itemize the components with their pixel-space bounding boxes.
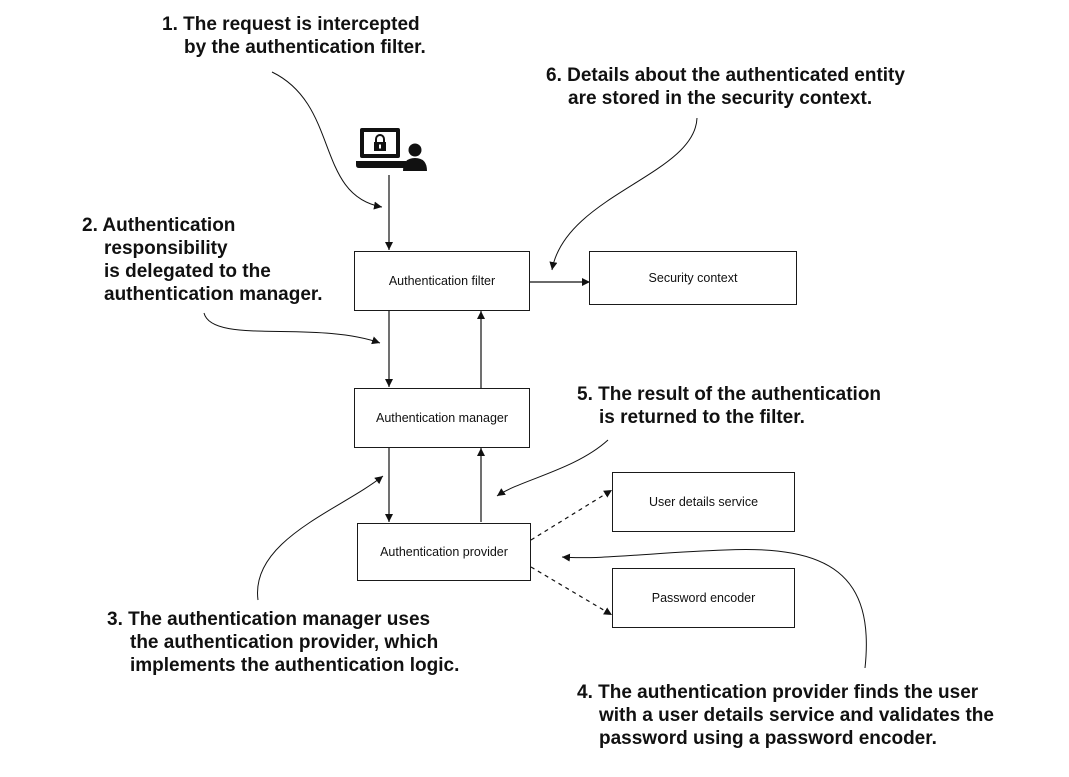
authentication-filter-label: Authentication filter [388,274,496,288]
callout-step1 [271,71,383,210]
note-step1: 1. The request is intercepted by the aut… [162,13,426,59]
note-step4-line1: 4. The authentication provider finds the… [577,682,979,703]
password-encoder-label: Password encoder [651,591,756,605]
authentication-provider-box: Authentication provider [357,523,531,581]
note-step5-line1: 5. The result of the authentication [577,384,882,405]
note-step2-line4: authentication manager. [104,284,323,305]
note-step1-line1: 1. The request is intercepted [162,14,420,35]
note-step3-line1: 3. The authentication manager uses [107,609,431,630]
note-step2-line2: responsibility [104,238,228,259]
callout-step4 [561,548,867,669]
authentication-manager-label: Authentication manager [375,411,509,425]
note-step3-line2: the authentication provider, which [130,632,439,653]
note-step2: 2. Authentication responsibility is dele… [82,214,323,306]
dashed-arrow-provider-to-password-encoder [530,566,613,616]
note-step3: 3. The authentication manager uses the a… [107,608,459,677]
note-step3-line3: implements the authentication logic. [130,655,460,676]
note-step4-line2: with a user details service and validate… [599,705,994,726]
user-details-service-box: User details service [612,472,795,532]
note-step5-line2: is returned to the filter. [599,407,805,428]
security-context-box: Security context [589,251,797,305]
note-step2-line3: is delegated to the [104,261,271,282]
note-step6: 6. Details about the authenticated entit… [546,64,905,110]
security-context-label: Security context [648,271,738,285]
note-step6-line1: 6. Details about the authenticated entit… [546,65,905,86]
laptop-user-icon [356,128,427,171]
note-step5: 5. The result of the authentication is r… [577,383,881,429]
note-step2-line1: 2. Authentication [82,215,236,236]
note-step4: 4. The authentication provider finds the… [577,681,994,750]
note-step6-line2: are stored in the security context. [568,88,873,109]
note-step1-line2: by the authentication filter. [184,37,426,58]
callout-step6 [549,117,698,271]
authentication-filter-box: Authentication filter [354,251,530,311]
callout-step3 [257,475,384,601]
note-step4-line3: password using a password encoder. [599,728,937,749]
dashed-arrow-provider-to-user-details [530,489,613,541]
password-encoder-box: Password encoder [612,568,795,628]
authentication-manager-box: Authentication manager [354,388,530,448]
callout-step2 [203,312,381,345]
authentication-provider-label: Authentication provider [380,545,508,559]
callout-step5 [496,439,609,497]
user-details-service-label: User details service [648,495,759,509]
